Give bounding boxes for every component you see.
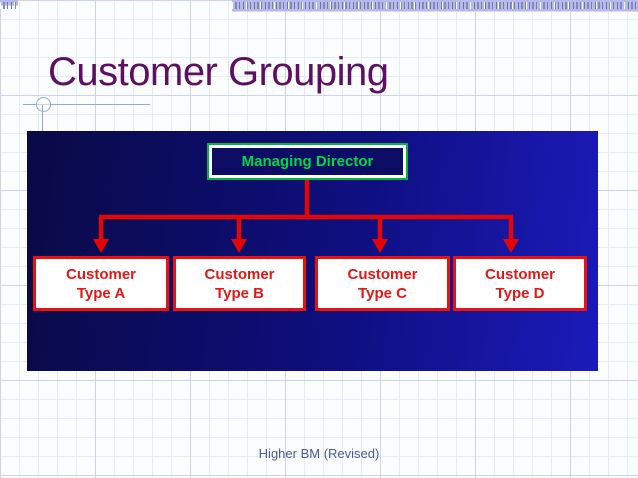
connector-arrow-d <box>503 239 519 253</box>
customer-box-c-line2: Type C <box>358 284 407 302</box>
title-underline <box>23 104 150 105</box>
customer-box-a-line2: Type A <box>76 284 126 302</box>
connector-arrow-b <box>231 239 247 253</box>
micro-text-strip <box>232 0 638 12</box>
micro-text-pattern <box>0 2 18 9</box>
customer-box-a: Customer Type A <box>33 256 169 311</box>
compass-vertical-line <box>42 105 43 131</box>
footer-note: Higher BM (Revised) <box>258 446 380 461</box>
page-title: Customer Grouping <box>48 50 389 94</box>
compass-circle-icon <box>36 97 51 112</box>
customer-box-d-line2: Type D <box>495 284 545 302</box>
customer-box-c-line1: Customer <box>347 265 418 283</box>
connector-arrow-c <box>372 239 388 253</box>
customer-box-b-line2: Type B <box>215 284 264 302</box>
managing-director-box: Managing Director <box>209 145 406 178</box>
customer-box-c: Customer Type C <box>315 256 450 311</box>
customer-box-a-line1: Customer <box>65 265 136 283</box>
customer-box-d: Customer Type D <box>453 256 587 311</box>
micro-text-pattern <box>232 2 638 9</box>
customer-box-d-line1: Customer <box>484 265 555 283</box>
org-chart-panel: Managing Director Customer Type A Custom… <box>27 131 598 371</box>
connector-arrow-a <box>93 239 109 253</box>
customer-box-b-line1: Customer <box>204 265 275 283</box>
managing-director-label: Managing Director <box>241 153 374 170</box>
connector-lines <box>93 177 519 253</box>
micro-text-strip-left <box>0 0 18 9</box>
customer-box-b: Customer Type B <box>173 256 306 311</box>
